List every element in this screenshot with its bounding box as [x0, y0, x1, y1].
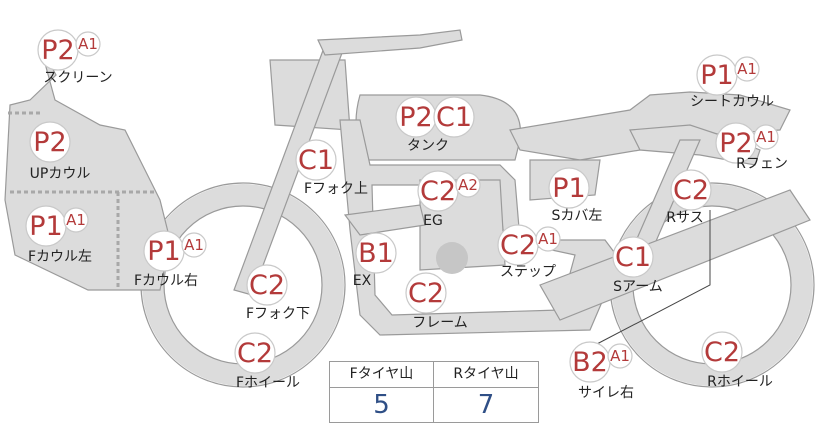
grade-circle	[234, 332, 276, 374]
grade-code: C2	[237, 338, 273, 369]
grade-code: P1	[29, 211, 62, 242]
grade-circle	[63, 207, 89, 233]
engine-cover	[436, 242, 468, 274]
grade-code: P1	[147, 236, 180, 267]
grade-code: B1	[358, 238, 394, 269]
part-label: サイレ右	[578, 385, 634, 401]
grade-circle	[548, 167, 590, 209]
grade-code: P1	[700, 60, 733, 91]
grade-circle	[670, 169, 712, 211]
part-label: ステップ	[500, 264, 556, 280]
front-tread-value: 5	[330, 388, 434, 422]
grade-code: A1	[756, 128, 776, 146]
grade-code: A1	[66, 211, 86, 229]
part-label: スクリーン	[43, 70, 112, 86]
part-label: Sアーム	[613, 279, 663, 295]
grade-circle	[295, 139, 337, 181]
grade-circle	[29, 121, 71, 163]
handlebar-shape	[317, 29, 463, 56]
seat-cowl-shape	[509, 91, 791, 161]
part-label: Fホイール	[236, 375, 300, 391]
grade-code: C2	[500, 230, 536, 261]
grade-code: P2	[41, 35, 74, 66]
grade-code: C2	[673, 175, 709, 206]
grade-code: C1	[615, 242, 651, 273]
grade-code: A1	[610, 347, 630, 365]
grade-code: A2	[458, 176, 478, 194]
grade-code: C2	[408, 278, 444, 309]
part-label: タンク	[407, 138, 449, 154]
grade-circle	[612, 236, 654, 278]
grade-circle	[701, 331, 743, 373]
rear-tread-header: Rタイヤ山	[434, 362, 538, 388]
grade-code: P2	[33, 127, 66, 158]
grade-circle	[455, 172, 481, 198]
exhaust-shape	[343, 204, 426, 236]
grade-circle	[355, 232, 397, 274]
grade-code: B2	[572, 347, 608, 378]
part-label: Sカバ左	[552, 208, 603, 224]
part-label: Fカウル右	[134, 273, 198, 289]
grade-circle	[535, 226, 561, 252]
grade-circle	[75, 31, 101, 57]
part-label: Fフォク下	[246, 306, 310, 322]
grade-circle	[753, 124, 779, 150]
grade-code: P2	[399, 102, 432, 133]
part-frame: C2 フレーム	[405, 272, 468, 331]
part-label: Rサス	[666, 210, 703, 226]
part-label: フレーム	[412, 315, 468, 331]
part-label: Fカウル左	[28, 249, 92, 265]
grade-code: A1	[538, 230, 558, 248]
grade-code: A1	[78, 35, 98, 53]
rear-tread-value: 7	[477, 390, 495, 420]
tire-tread-table: Fタイヤ山 Rタイヤ山 5 7	[329, 361, 539, 423]
grade-code: C1	[298, 145, 334, 176]
swingarm-shape	[539, 189, 811, 321]
part-label: EG	[423, 213, 443, 229]
part-label: Rホイール	[707, 374, 773, 390]
grade-code: C2	[420, 176, 456, 207]
grade-circle	[734, 56, 760, 82]
front-tread-header: Fタイヤ山	[330, 362, 434, 388]
grade-code: P1	[552, 173, 585, 204]
part-label: UPカウル	[30, 166, 91, 182]
grade-code: A1	[737, 60, 757, 78]
part-label: Rフェン	[736, 156, 788, 172]
grade-circle	[433, 96, 475, 138]
grade-circle	[405, 272, 447, 314]
grade-circle	[607, 343, 633, 369]
part-label: Fフォク上	[304, 181, 368, 197]
grade-code: C1	[436, 102, 472, 133]
silencer-pointer-line	[594, 210, 711, 346]
part-label: EX	[353, 273, 372, 289]
grade-code: A1	[184, 236, 204, 254]
part-label: シートカウル	[690, 94, 774, 110]
grade-code: C2	[249, 270, 285, 301]
grade-circle	[246, 264, 288, 306]
grade-circle	[181, 232, 207, 258]
grade-code: P2	[719, 128, 752, 159]
grade-code: C2	[704, 337, 740, 368]
